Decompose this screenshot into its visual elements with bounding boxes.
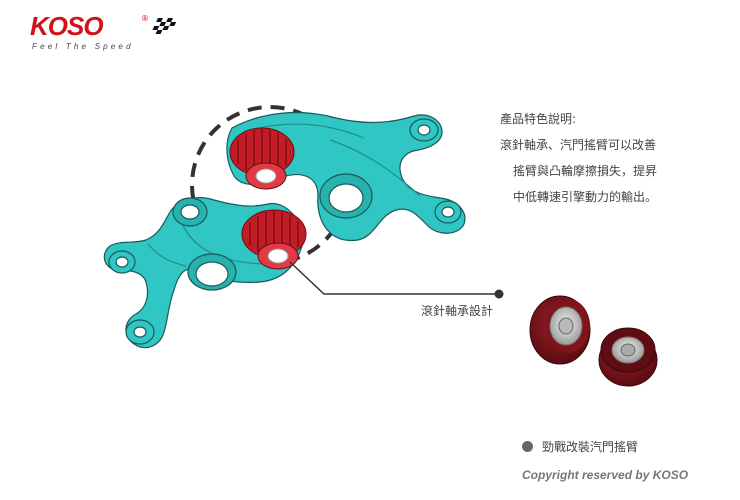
registered-mark: ®: [141, 14, 149, 23]
copyright-notice: Copyright reserved by KOSO: [522, 468, 689, 482]
logo-tagline: Feel The Speed: [32, 42, 134, 51]
product-label: 勁戰改裝汽門搖臂: [522, 438, 638, 455]
callout-dot: [494, 289, 504, 299]
feature-line: 滾針軸承、汽門搖臂可以改善: [500, 138, 657, 152]
feature-heading: 產品特色說明:: [500, 112, 577, 126]
roller-bearing-rear: [598, 327, 658, 387]
logo-wordmark: KOSO: [30, 11, 104, 41]
roller-bearing-front: [529, 295, 591, 365]
product-label-text: 勁戰改裝汽門搖臂: [542, 440, 639, 454]
feature-line: 中低轉速引擎動力的輸出。: [513, 190, 658, 204]
lower-needle-bearing: [241, 209, 307, 270]
feature-description: 產品特色說明: 滾針軸承、汽門搖臂可以改善 搖臂與凸輪摩擦損失，提昇 中低轉速引…: [500, 106, 730, 210]
callout-leader-line: [289, 261, 498, 295]
bullet-dot-icon: [522, 441, 533, 452]
checkered-flag-icon: [152, 18, 177, 34]
feature-line: 搖臂與凸輪摩擦損失，提昇: [513, 164, 658, 178]
koso-logo: KOSO ® Feel The Speed: [30, 12, 190, 52]
upper-needle-bearing: [229, 127, 295, 190]
needle-bearing-callout-label: 滾針軸承設計: [421, 304, 494, 318]
